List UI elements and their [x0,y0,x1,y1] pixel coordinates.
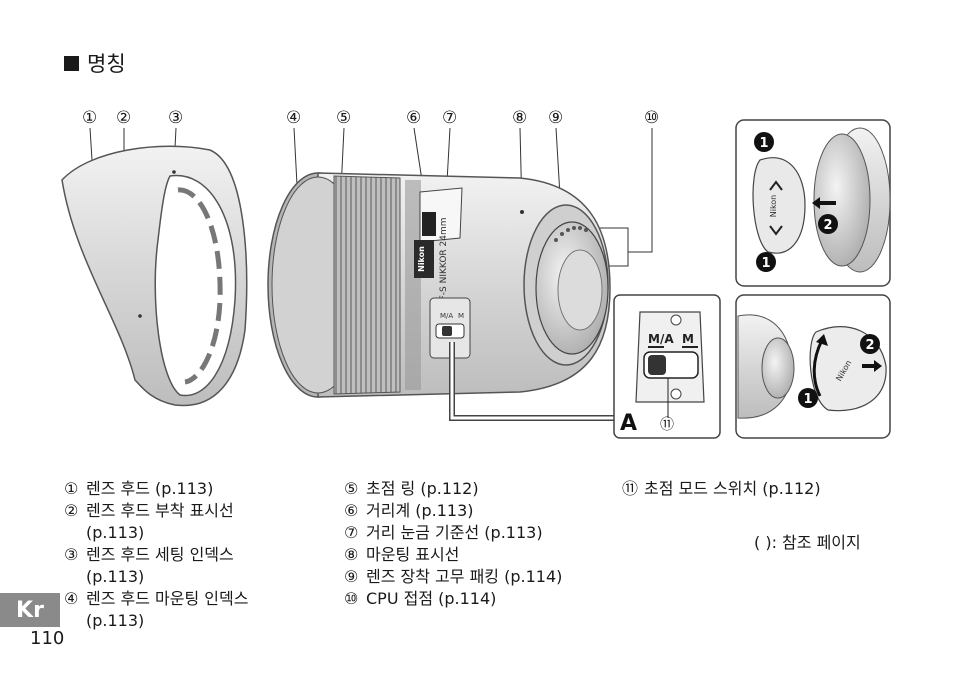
lens-switch-ma-label: M/A [440,312,453,320]
inset-a-label: A [620,411,637,436]
language-tab: Kr [0,593,60,627]
square-bullet-icon [64,55,79,71]
lens-brand-text: Nikon [417,246,426,272]
lens-barrel-text: AF-S NIKKOR 24mm [439,217,449,306]
callout-5: ⑤ [336,108,352,128]
heading-title: 명칭 [87,52,126,76]
callout-8: ⑧ [512,108,528,128]
callout-4: ④ [286,108,302,128]
page-number: 110 [30,628,65,649]
inset-switch-ma-label: M/A [648,332,674,346]
caps-brand-text: Nikon [769,195,778,218]
callout-2: ② [116,108,132,128]
lens-illustration: Nikon AF-S NIKKOR 24mm M/A M M/A M A ⑪ N… [61,119,891,439]
callout-6: ⑥ [406,108,422,128]
inset-a-callout: ⑪ [660,417,674,433]
inset-switch-m-label: M [682,332,694,346]
rear-step2: 2 [865,338,874,353]
caps-step1-bottom: 1 [761,256,770,271]
caps-step2: 2 [823,218,832,233]
rear-step1: 1 [803,392,812,407]
callout-7: ⑦ [442,108,458,128]
callout-3: ③ [168,108,184,128]
callout-10: ⑩ [644,108,660,128]
reference-note: ( ): 참조 페이지 [754,533,861,552]
lens-switch-m-label: M [458,312,464,320]
callout-1: ① [82,108,98,128]
caps-step1-top: 1 [759,136,768,151]
section-heading: 명칭 [64,48,126,78]
callout-9: ⑨ [548,108,564,128]
